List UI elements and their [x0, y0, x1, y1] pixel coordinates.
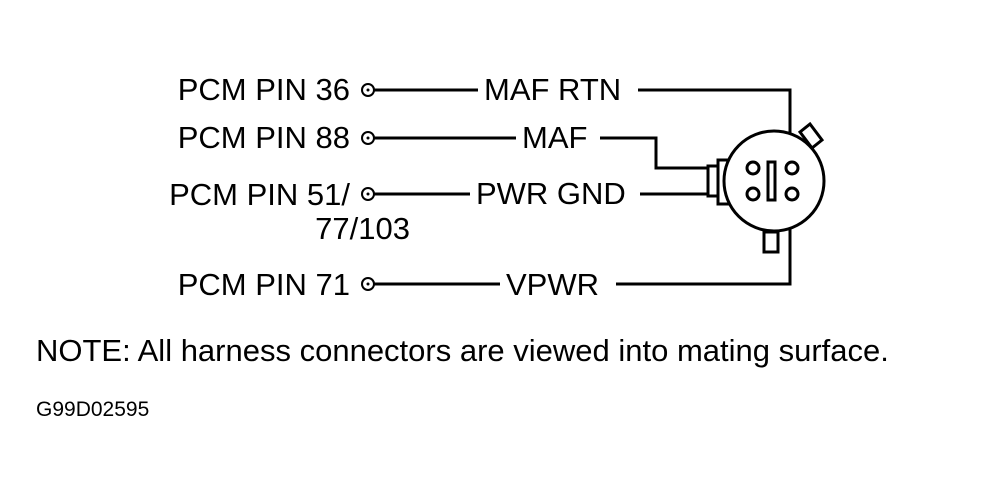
circuit-pwr-gnd: PCM PIN 51/ 77/103 PWR GND: [169, 176, 748, 246]
vpwr-wire-label: VPWR: [506, 267, 599, 302]
maf-rtn-wire-label: MAF RTN: [484, 72, 621, 107]
figure-code: G99D02595: [36, 398, 149, 421]
pcm-pin-51-label-line2: 77/103: [315, 211, 410, 246]
maf-wire-label: MAF: [522, 120, 587, 155]
connector-pin-maf: [745, 160, 761, 176]
connector-pin-vpwr: [784, 186, 800, 202]
pcm-pin-36-label: PCM PIN 36: [178, 72, 350, 107]
pcm-pin-88-label: PCM PIN 88: [178, 120, 350, 155]
connector-pin-maf-rtn: [784, 160, 800, 176]
connector-key: [766, 160, 777, 202]
pcm-pin-71-label: PCM PIN 71: [178, 267, 350, 302]
harness-note: NOTE: All harness connectors are viewed …: [36, 333, 889, 368]
pcm-pin-51-label: PCM PIN 51/: [169, 177, 350, 212]
connector-pin-pwr-gnd: [745, 186, 761, 202]
maf-sensor-connector: [706, 121, 826, 254]
circuit-maf: PCM PIN 88 MAF: [178, 120, 748, 170]
pwr-gnd-wire-label: PWR GND: [476, 176, 626, 211]
circuit-vpwr: PCM PIN 71 VPWR: [178, 195, 792, 302]
connector-bottom-tab: [762, 230, 780, 254]
